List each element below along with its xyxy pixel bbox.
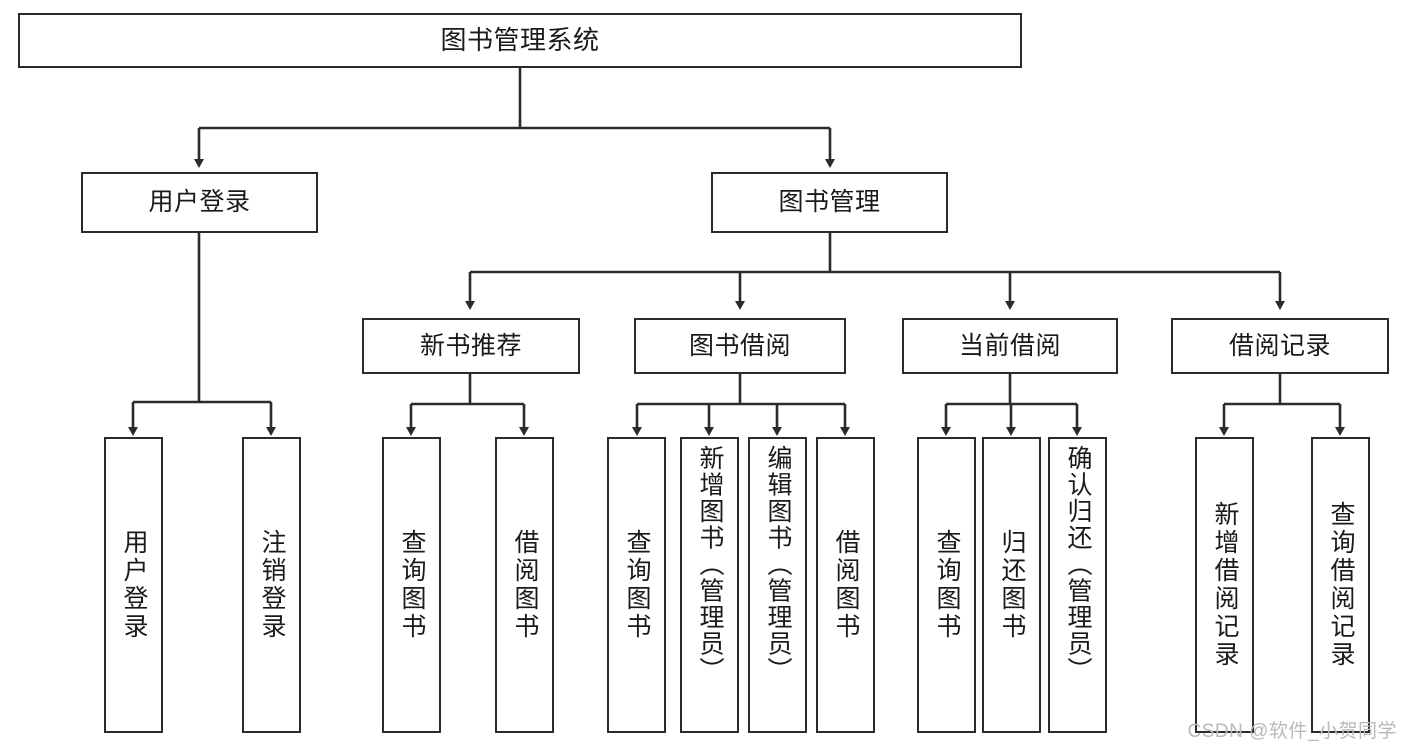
leaf-borrow-add-book-admin[interactable]: 新增图书（管理员） (680, 437, 739, 733)
watermark-text: CSDN @软件_小贺同学 (1187, 721, 1397, 742)
leaf-user-login-signout[interactable]: 注销登录 (242, 437, 301, 733)
node-label: 查询图书 (623, 529, 651, 641)
node-label: 借阅图书 (832, 529, 860, 641)
node-label: 查询图书 (398, 529, 426, 641)
node-borrow-record[interactable]: 借阅记录 (1171, 318, 1389, 374)
node-label: 编辑图书（管理员） (764, 445, 792, 684)
node-label: 用户登录 (148, 188, 251, 217)
node-label: 新增借阅记录 (1211, 501, 1239, 669)
node-label: 查询借阅记录 (1327, 501, 1355, 669)
node-label: 用户登录 (120, 529, 148, 641)
leaf-borrow-edit-book-admin[interactable]: 编辑图书（管理员） (748, 437, 807, 733)
node-label: 借阅图书 (511, 529, 539, 641)
node-label: 确认归还（管理员） (1064, 445, 1092, 684)
node-label: 当前借阅 (958, 331, 1061, 360)
leaf-record-add-record[interactable]: 新增借阅记录 (1195, 437, 1254, 733)
leaf-current-confirm-return-admin[interactable]: 确认归还（管理员） (1048, 437, 1107, 733)
node-label: 图书管理 (778, 188, 881, 217)
node-label: 注销登录 (258, 529, 286, 641)
node-book-borrow[interactable]: 图书借阅 (634, 318, 846, 374)
leaf-borrow-borrow-book[interactable]: 借阅图书 (816, 437, 875, 733)
node-label: 新书推荐 (419, 331, 522, 360)
node-root-system[interactable]: 图书管理系统 (18, 13, 1022, 68)
node-book-management[interactable]: 图书管理 (711, 172, 948, 233)
node-user-login[interactable]: 用户登录 (81, 172, 318, 233)
node-current-borrow[interactable]: 当前借阅 (902, 318, 1118, 374)
leaf-borrow-query-book[interactable]: 查询图书 (607, 437, 666, 733)
node-label: 图书管理系统 (440, 24, 600, 55)
node-label: 图书借阅 (688, 331, 791, 360)
node-label: 归还图书 (998, 529, 1026, 641)
node-label: 新增图书（管理员） (696, 445, 724, 684)
node-label: 借阅记录 (1228, 331, 1331, 360)
leaf-current-return-book[interactable]: 归还图书 (982, 437, 1041, 733)
leaf-user-login-signin[interactable]: 用户登录 (104, 437, 163, 733)
node-new-book-recommend[interactable]: 新书推荐 (362, 318, 580, 374)
leaf-recommend-borrow-book[interactable]: 借阅图书 (495, 437, 554, 733)
leaf-recommend-query-book[interactable]: 查询图书 (382, 437, 441, 733)
node-label: 查询图书 (933, 529, 961, 641)
leaf-current-query-book[interactable]: 查询图书 (917, 437, 976, 733)
leaf-record-query-record[interactable]: 查询借阅记录 (1311, 437, 1370, 733)
